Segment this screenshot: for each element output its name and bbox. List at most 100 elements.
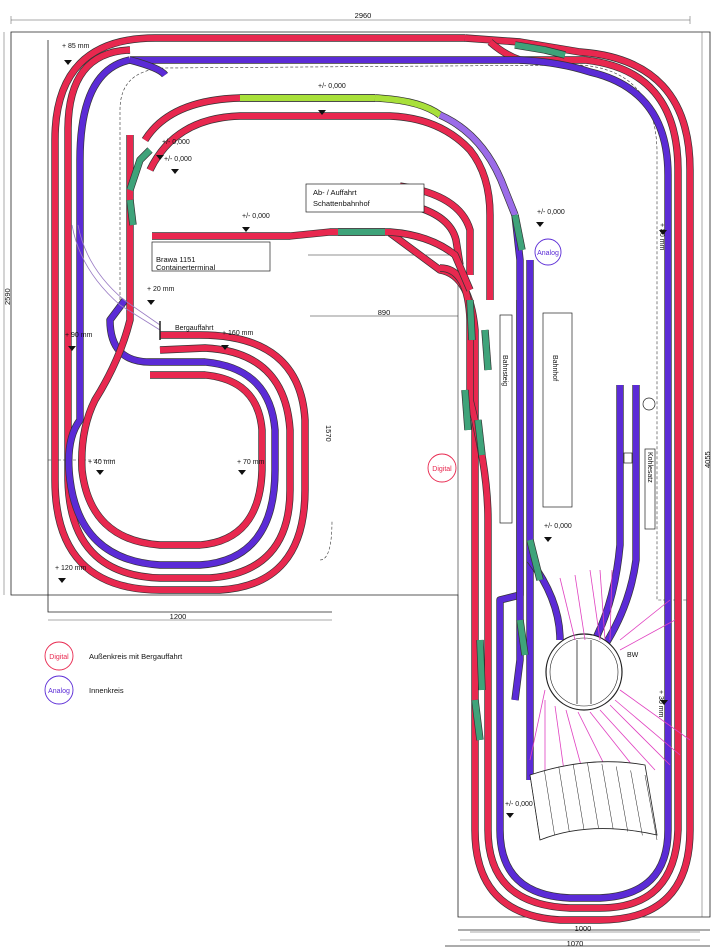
height-marker-arrow [58, 578, 66, 583]
height-marker-arrow [96, 470, 104, 475]
small-shed [623, 452, 633, 464]
track-analog-connector [129, 56, 169, 78]
height-label-h-plus70: + 70 mm [237, 459, 265, 466]
track-digital-spiral [78, 135, 266, 549]
station-label: Bahnhof [551, 355, 558, 381]
height-label-h-plus120: + 120 mm [55, 565, 86, 572]
height-label-h-zero-right: +/- 0,000 [537, 209, 565, 216]
legend: Digital Außenkreis mit Bergauffahrt Anal… [44, 641, 183, 705]
legend-digital-text: Außenkreis mit Bergauffahrt [89, 652, 183, 661]
track-digital-second-left [64, 46, 294, 582]
track-bw-siding-2 [601, 385, 640, 647]
track-ramp-violet [438, 111, 519, 217]
legend-analog: Analog Innenkreis [44, 675, 124, 705]
analog-track-badge: Analog [534, 238, 562, 266]
roundhouse-ray [589, 569, 601, 641]
dimension-labels: 2960 2590 4055 890 1570 1200 1000 1070 [3, 11, 712, 948]
dim-bottom-right-inner: 1000 [575, 924, 592, 933]
height-label-h-zero-left1: +/- 0,000 [162, 139, 190, 146]
height-marker-arrow [64, 60, 72, 65]
legend-digital-badge: Digital [49, 654, 69, 661]
brawa-terminal-label-1: Brawa 1151 [156, 255, 195, 264]
legend-analog-badge: Analog [48, 688, 70, 695]
hidden-track-2 [77, 224, 161, 326]
turnout-station-5 [526, 539, 544, 581]
roundhouse-ray [599, 709, 656, 771]
track-digital-second-right [439, 39, 682, 912]
platform-bahnsteig [499, 314, 513, 524]
digital-track-badge-text: Digital [432, 466, 452, 473]
roundhouse-ray [529, 689, 546, 761]
height-label-h-zero-mid: +/- 0,000 [544, 523, 572, 530]
height-label-h-zero-brawa: +/- 0,000 [242, 213, 270, 220]
roundhouse [529, 761, 658, 841]
turntable [545, 633, 623, 711]
height-label-h-zero-top: +/- 0,000 [318, 83, 346, 90]
height-marker-arrow [242, 227, 250, 232]
turnout-station-1 [466, 299, 476, 341]
tracks [51, 34, 694, 924]
dimension-lines [3, 16, 703, 941]
height-label-h-plus80: + 80 mm [658, 223, 665, 251]
brawa-terminal-label-2: Containerterminal [156, 263, 216, 272]
height-label-h-plus85: + 85 mm [62, 43, 90, 50]
water-tower [642, 397, 656, 411]
digital-track-badge: Digital [427, 453, 457, 483]
turnout-top-right [514, 41, 566, 59]
bw-label: BW [627, 652, 639, 659]
roundhouse-ray [609, 569, 613, 641]
turntable-pit [549, 637, 619, 707]
height-marker-arrow [506, 813, 514, 818]
structures: Ab- / Auffahrt Schattenbahnhof Brawa 115… [151, 183, 691, 841]
roundhouse-stall [644, 774, 658, 841]
analog-track-badge-text: Analog [537, 250, 559, 257]
roundhouse-stall [558, 766, 570, 832]
roundhouse-stall [601, 763, 614, 829]
height-label-h-plus90: + 90 mm [65, 332, 93, 339]
shadow-station-box [305, 183, 425, 213]
dim-bottom-left: 1200 [170, 612, 187, 621]
turnout-left-upper [126, 147, 153, 192]
roundhouse-ray [619, 689, 691, 741]
hidden-track [71, 224, 161, 331]
height-label-h-zero-left2: +/- 0,000 [164, 156, 192, 163]
dim-top-width: 2960 [355, 11, 372, 20]
height-marker-arrow [68, 346, 76, 351]
roundhouse-stall [544, 770, 555, 836]
turnout-left-lower [126, 199, 137, 226]
dim-inner-height: 1570 [324, 425, 333, 442]
legend-digital: Digital Außenkreis mit Bergauffahrt [44, 641, 183, 671]
roundhouse-stall [616, 766, 628, 832]
roundhouse-stall [572, 763, 585, 829]
height-marker-arrow [156, 155, 164, 160]
turnout-analog-right [511, 214, 526, 251]
turnout-station-4 [474, 419, 486, 456]
bergauffahrt-label: Bergauffahrt [175, 325, 213, 332]
height-marker-arrow [171, 169, 179, 174]
roundhouse-stall [630, 770, 643, 836]
roundhouse-ray [574, 574, 586, 641]
track-bw-siding-1 [591, 385, 624, 642]
track-digital-outer-top [51, 34, 465, 594]
platform-label: Bahnsteig [501, 355, 508, 386]
height-marker-arrow [659, 230, 667, 235]
coal-stage [644, 448, 656, 530]
turnout-station-2 [481, 329, 492, 371]
height-label-h-plus20: + 20 mm [147, 286, 175, 293]
height-label-h-zero-bottom: +/- 0,000 [505, 801, 533, 808]
roundhouse-ray [599, 569, 606, 641]
height-marker-arrow [221, 345, 229, 350]
dim-inner-step: 890 [378, 308, 391, 317]
height-marker-arrow [536, 222, 544, 227]
roundhouse-ray [614, 699, 681, 756]
track-digital-ramp-start [141, 94, 375, 143]
turnout-station-6 [516, 619, 529, 656]
roundhouse-ray [619, 599, 671, 641]
height-label-h-plus160: + 160 mm [222, 330, 253, 337]
track-digital-shadow-lower [146, 112, 494, 300]
height-label-h-plus40: + 40 mm [88, 459, 116, 466]
legend-analog-text: Innenkreis [89, 686, 124, 695]
roundhouse-stall [587, 762, 599, 829]
height-marker-arrow [147, 300, 155, 305]
height-markers: + 85 mm +/- 0,000 +/- 0,000 +/- 0,000 +/- 0,… [55, 43, 668, 818]
